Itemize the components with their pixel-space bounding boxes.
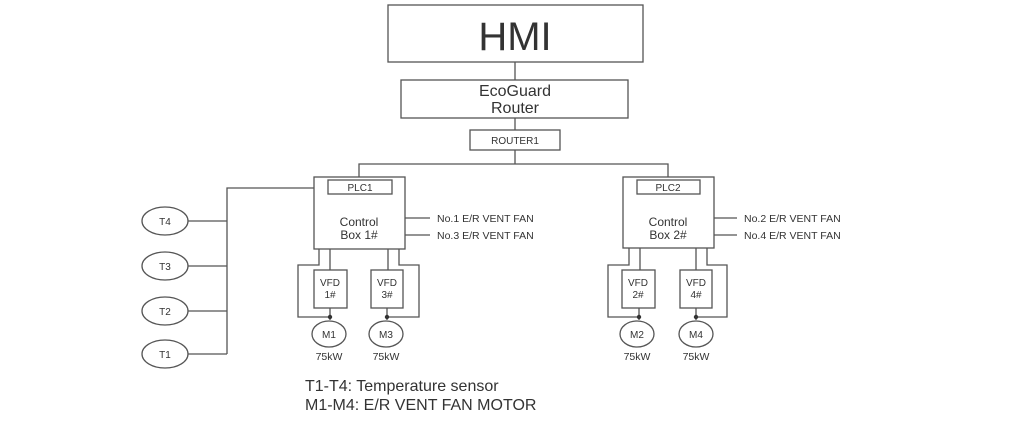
- motor-power: 75kW: [316, 351, 343, 363]
- fan-label: No.1 E/R VENT FAN: [437, 213, 534, 225]
- vfd-label: 1#: [324, 290, 336, 301]
- sensor-label: T1: [159, 350, 171, 361]
- sensor-t2: T2: [141, 296, 227, 326]
- junction-dot: [693, 314, 699, 320]
- sensor-t1: T1: [141, 339, 227, 369]
- vfd-label: VFD: [686, 278, 706, 289]
- sensor-label: T3: [159, 262, 171, 273]
- junction-dot: [636, 314, 642, 320]
- legend-sensors: T1-T4: Temperature sensor: [305, 378, 499, 395]
- plc2-box: [636, 179, 701, 195]
- motor-label: M1: [322, 330, 336, 341]
- control-box-label-line1: Control: [340, 215, 379, 229]
- fan-label: No.2 E/R VENT FAN: [744, 213, 841, 225]
- vfd-2: [621, 269, 656, 309]
- vfd-label: VFD: [320, 278, 340, 289]
- motor-m4: [678, 320, 714, 348]
- hmi-box: [387, 4, 644, 63]
- router1-label: ROUTER1: [491, 136, 539, 147]
- plc1-box: [327, 179, 393, 195]
- control-box-label-line1: Control: [649, 215, 688, 229]
- control-box-1: PLC1 Control Box 1# No.1 E/R VENT FAN No…: [297, 176, 534, 363]
- junction-dot: [327, 314, 333, 320]
- fan-label: No.3 E/R VENT FAN: [437, 230, 534, 242]
- vfd-label: 2#: [632, 290, 644, 301]
- control-box-label-line2: Box 1#: [340, 228, 378, 242]
- control-box-2: PLC2 Control Box 2# No.2 E/R VENT FAN No…: [607, 176, 841, 363]
- vfd-1: [313, 269, 348, 309]
- ecoguard-router-box: [400, 79, 629, 119]
- sensor-label: T2: [159, 307, 171, 318]
- sensor-t4: T4: [141, 206, 227, 236]
- motor-power: 75kW: [373, 351, 400, 363]
- motor-m1: [311, 320, 347, 348]
- vfd-label: 3#: [381, 290, 393, 301]
- motor-m3: [368, 320, 404, 348]
- router-label-line1: EcoGuard: [479, 83, 551, 100]
- sensor-t3: T3: [141, 251, 227, 281]
- hmi-label: HMI: [478, 15, 551, 59]
- network-bus: [358, 163, 669, 177]
- plc-label: PLC2: [655, 183, 680, 194]
- motor-label: M4: [689, 330, 703, 341]
- motor-label: M3: [379, 330, 393, 341]
- vfd-label: 4#: [690, 290, 702, 301]
- junction-dot: [384, 314, 390, 320]
- router-label-line2: Router: [491, 100, 540, 117]
- vfd-4: [679, 269, 713, 309]
- vfd-3: [370, 269, 404, 309]
- plc-label: PLC1: [347, 183, 372, 194]
- vfd-label: VFD: [377, 278, 397, 289]
- vfd-label: VFD: [628, 278, 648, 289]
- motor-power: 75kW: [624, 351, 651, 363]
- sensor-bus: [226, 187, 314, 354]
- motor-label: M2: [630, 330, 644, 341]
- legend-motors: M1-M4: E/R VENT FAN MOTOR: [305, 397, 536, 414]
- control-box-label-line2: Box 2#: [649, 228, 687, 242]
- fan-label: No.4 E/R VENT FAN: [744, 230, 841, 242]
- motor-power: 75kW: [683, 351, 710, 363]
- motor-m2: [619, 320, 655, 348]
- sensor-label: T4: [159, 217, 171, 228]
